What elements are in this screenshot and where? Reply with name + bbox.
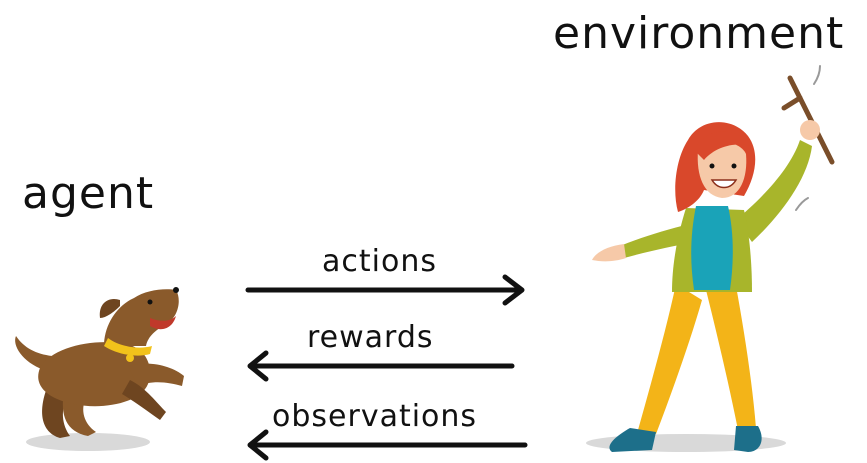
woman-with-stick-illustration: [586, 65, 835, 452]
rewards-arrow: [247, 350, 515, 382]
actions-arrow: [245, 274, 525, 306]
observations-arrow: [247, 429, 528, 461]
actions-label: actions: [322, 244, 437, 279]
dog-illustration: [15, 287, 184, 451]
observations-label: observations: [272, 399, 478, 434]
rewards-label: rewards: [307, 320, 434, 355]
environment-label: environment: [553, 8, 845, 59]
agent-label: agent: [22, 168, 155, 219]
